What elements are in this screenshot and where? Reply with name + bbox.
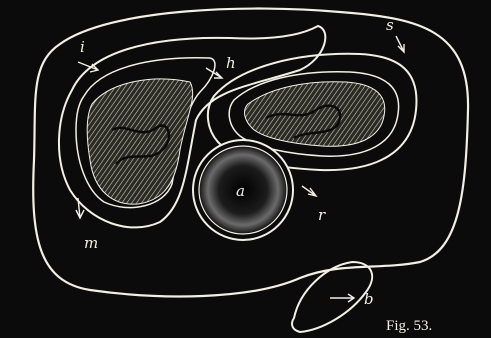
label-a: a bbox=[236, 182, 245, 200]
label-m: m bbox=[84, 234, 98, 252]
label-h: h bbox=[226, 54, 236, 72]
label-i: i bbox=[80, 38, 85, 56]
label-b: b bbox=[364, 290, 374, 308]
label-r: r bbox=[318, 206, 326, 224]
label-s: s bbox=[386, 16, 394, 34]
figure-caption: Fig. 53. bbox=[386, 318, 432, 334]
